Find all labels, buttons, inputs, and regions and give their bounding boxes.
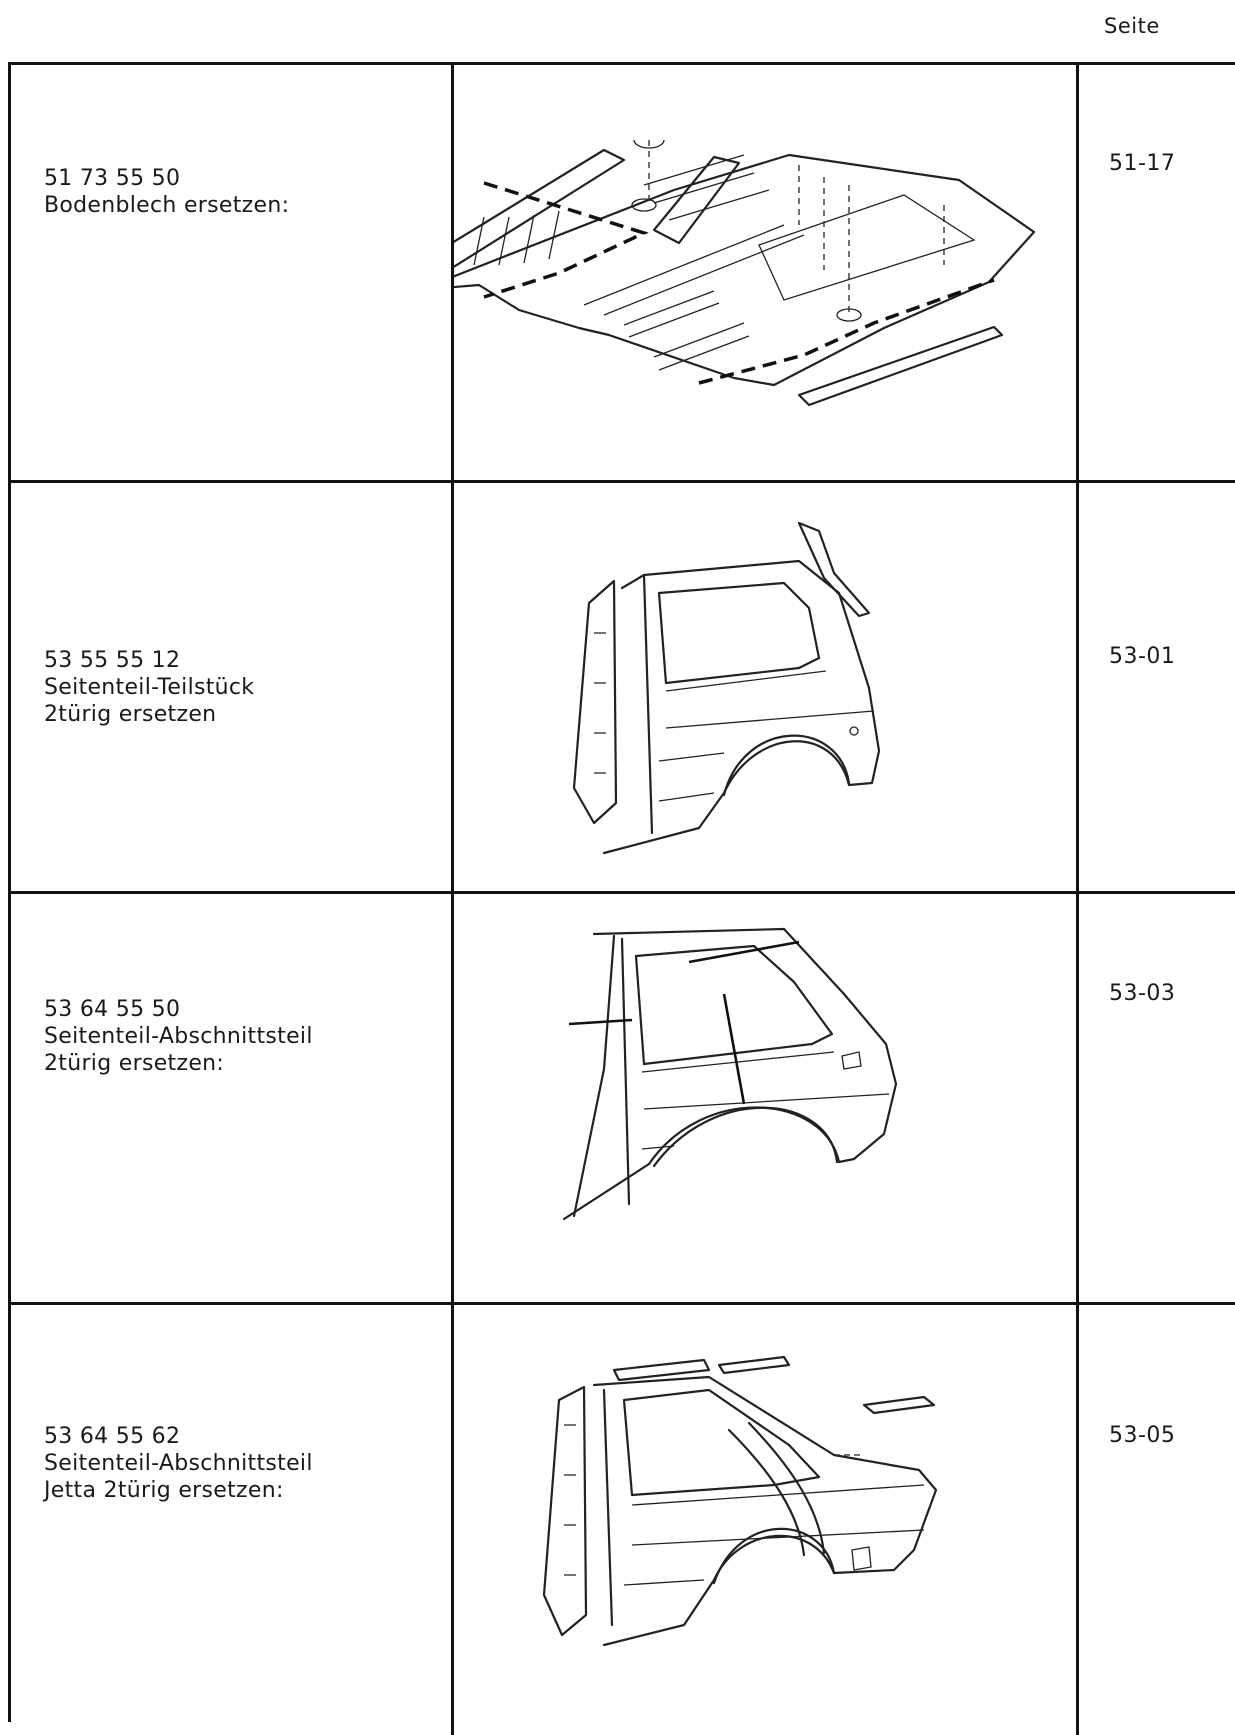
description-cell: 51 73 55 50 Bodenblech ersetzen:	[11, 65, 454, 480]
jetta-side-section-illustration	[542, 1355, 938, 1647]
operation-description: 51 73 55 50 Bodenblech ersetzen:	[44, 165, 289, 219]
operation-code: 53 55 55 12	[44, 648, 181, 673]
page-cell: 51-17	[1079, 65, 1235, 480]
floor-panel-illustration	[454, 139, 1036, 407]
page-cell: 53-03	[1079, 894, 1235, 1302]
description-cell: 53 55 55 12 Seitenteil-Teilstück 2türig …	[11, 483, 454, 891]
description-cell: 53 64 55 62 Seitenteil-Abschnittsteil Je…	[11, 1305, 454, 1735]
operation-code: 53 64 55 50	[44, 997, 181, 1022]
operation-description: 53 55 55 12 Seitenteil-Teilstück 2türig …	[44, 647, 254, 728]
illustration-cell	[454, 1305, 1079, 1735]
operation-title: Seitenteil-Abschnittsteil Jetta 2türig e…	[44, 1451, 313, 1503]
page-column-header: Seite	[1104, 14, 1160, 38]
operation-code: 53 64 55 62	[44, 1424, 181, 1449]
illustration-cell	[454, 894, 1079, 1302]
rear-side-section-illustration	[562, 927, 898, 1221]
page-cell: 53-05	[1079, 1305, 1235, 1735]
table-row: 53 64 55 62 Seitenteil-Abschnittsteil Je…	[11, 1305, 1235, 1735]
illustration-cell	[454, 483, 1079, 891]
page-cell: 53-01	[1079, 483, 1235, 891]
table-row: 53 64 55 50 Seitenteil-Abschnittsteil 2t…	[11, 894, 1235, 1305]
table-row: 53 55 55 12 Seitenteil-Teilstück 2türig …	[11, 483, 1235, 894]
rear-side-panel-illustration	[572, 521, 881, 855]
repair-table: 51 73 55 50 Bodenblech ersetzen:	[8, 62, 1235, 1735]
page-reference: 53-03	[1109, 981, 1176, 1006]
description-cell: 53 64 55 50 Seitenteil-Abschnittsteil 2t…	[11, 894, 454, 1302]
operation-description: 53 64 55 50 Seitenteil-Abschnittsteil 2t…	[44, 996, 313, 1077]
operation-title: Bodenblech ersetzen:	[44, 193, 290, 218]
operation-title: Seitenteil-Teilstück 2türig ersetzen	[44, 675, 255, 727]
illustration-cell	[454, 65, 1079, 480]
page-reference: 53-01	[1109, 644, 1176, 669]
page-reference: 51-17	[1109, 151, 1176, 176]
operation-description: 53 64 55 62 Seitenteil-Abschnittsteil Je…	[44, 1423, 313, 1504]
page-reference: 53-05	[1109, 1423, 1176, 1448]
table-row: 51 73 55 50 Bodenblech ersetzen:	[11, 65, 1235, 483]
operation-title: Seitenteil-Abschnittsteil 2türig ersetze…	[44, 1024, 313, 1076]
operation-code: 51 73 55 50	[44, 166, 181, 191]
